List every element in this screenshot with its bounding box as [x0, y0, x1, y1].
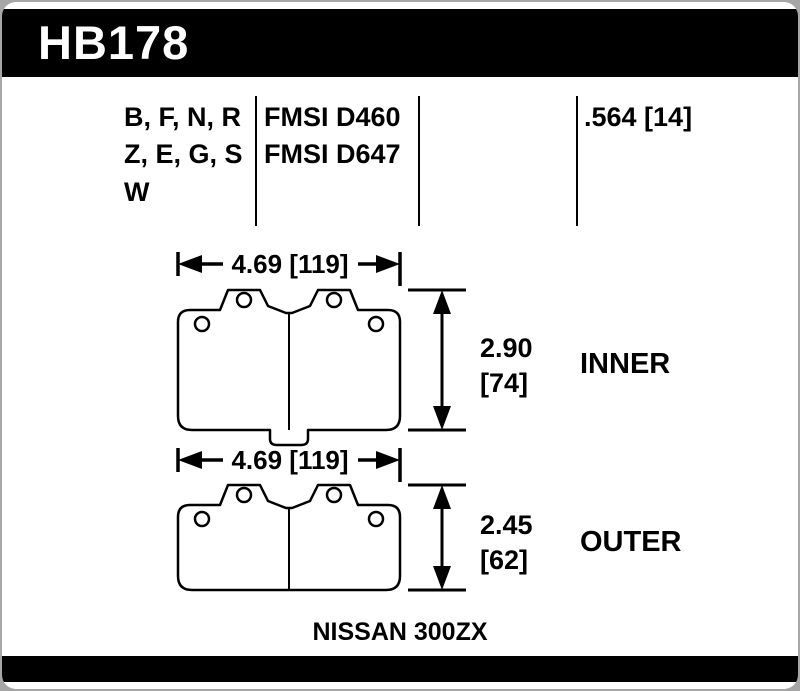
- outer-height-dimension: [408, 483, 466, 592]
- fmsi-number-1: FMSI D460: [264, 102, 401, 132]
- inner-width-label: 4.69 [119]: [231, 249, 348, 279]
- outer-pad-label: OUTER: [580, 526, 682, 558]
- fmsi-number-2: FMSI D647: [264, 139, 401, 169]
- inner-height-arrowhead-bottom: [433, 406, 451, 430]
- outer-width-arrowhead-left: [178, 451, 202, 469]
- compound-codes-row-2: Z, E, G, S: [124, 139, 243, 169]
- pad-thickness-value: .564 [14]: [584, 102, 693, 132]
- inner-height-dimension: [408, 288, 466, 432]
- inner-pad-label: INNER: [580, 348, 670, 380]
- top-banner: HB178: [2, 9, 798, 77]
- vehicle-application: NISSAN 300ZX: [312, 618, 488, 646]
- compound-codes-row-3: W: [124, 177, 150, 207]
- inner-width-arrowhead-right: [376, 255, 400, 273]
- compound-codes-row-1: B, F, N, R: [124, 102, 242, 132]
- inner-width-arrowhead-left: [178, 255, 202, 273]
- table-divider-1: [255, 96, 257, 226]
- inner-height-arrowhead-top: [433, 290, 451, 314]
- outer-pad-drawing: [176, 483, 402, 592]
- outer-height-arrowhead-bottom: [433, 566, 451, 590]
- table-divider-2: [418, 96, 420, 226]
- inner-pad-drawing: [176, 288, 402, 447]
- bottom-banner: [2, 656, 798, 682]
- outer-height-inches: 2.45: [480, 510, 533, 540]
- inner-height-inches: 2.90: [480, 333, 533, 363]
- outer-height-mm: [62]: [480, 545, 528, 575]
- part-number: HB178: [38, 16, 190, 69]
- outer-height-arrowhead-top: [433, 485, 451, 509]
- table-divider-3: [576, 96, 578, 226]
- pad-diagram: 4.69 [119] 2.90 [74] INNER: [176, 249, 682, 592]
- inner-height-mm: [74]: [480, 368, 528, 398]
- outer-width-arrowhead-right: [376, 451, 400, 469]
- outer-width-label: 4.69 [119]: [231, 445, 348, 475]
